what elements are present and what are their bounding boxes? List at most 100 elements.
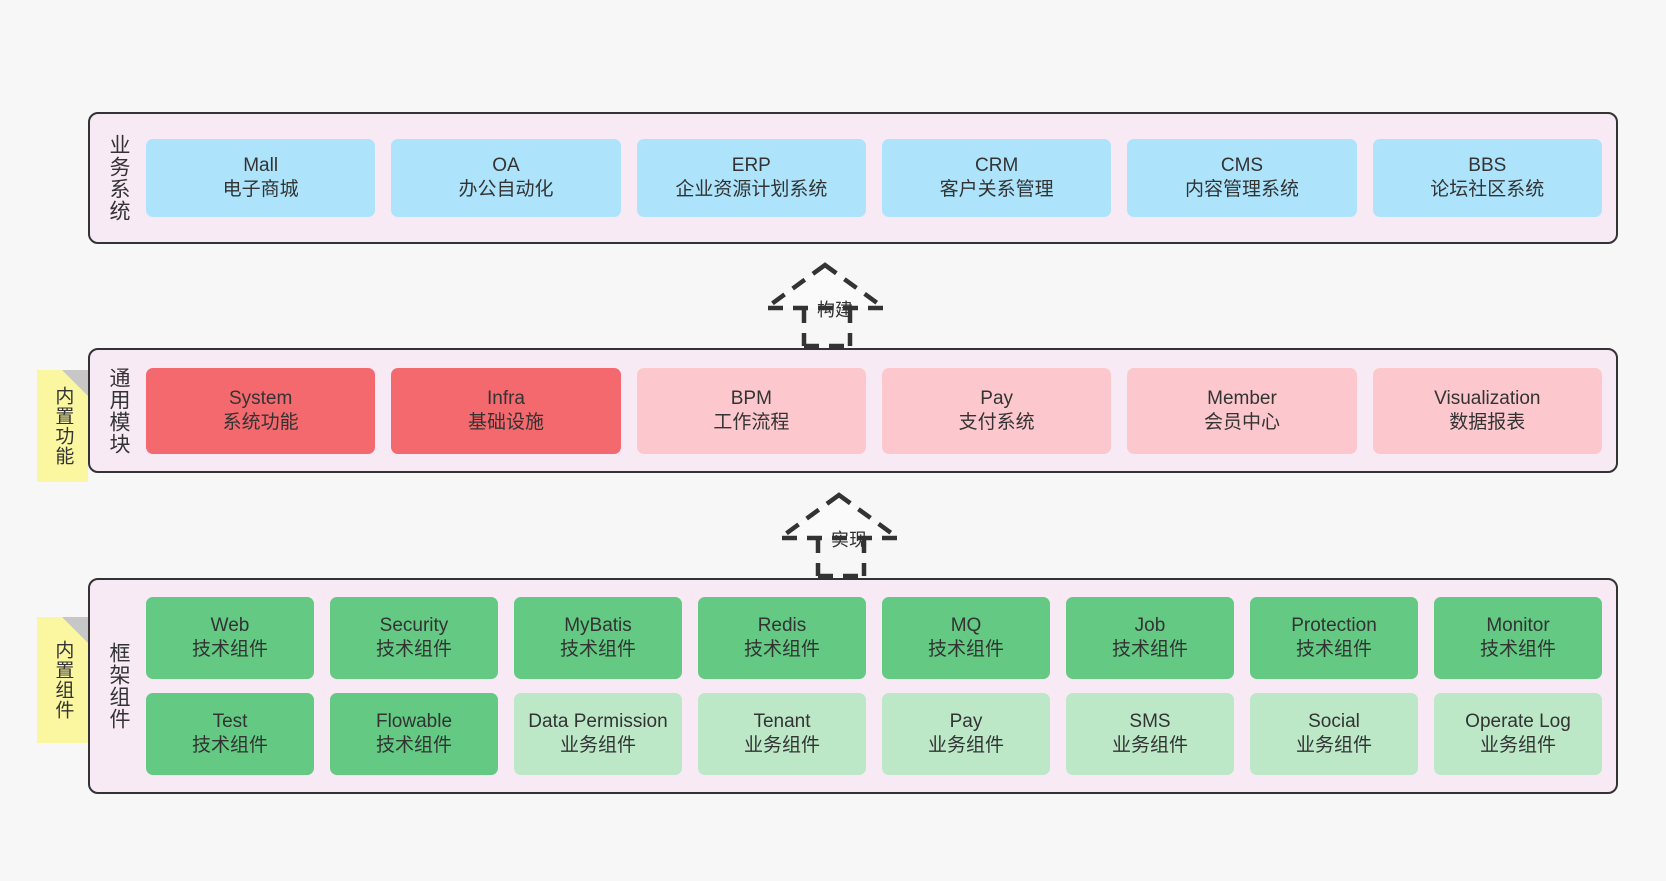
- card-subtitle: 技术组件: [191, 639, 268, 660]
- card-title: Data Permission: [528, 711, 668, 733]
- card-title: Redis: [757, 615, 807, 637]
- connector-build: 构建: [758, 258, 908, 349]
- card-title: Test: [212, 711, 248, 733]
- card-title: ERP: [731, 155, 771, 177]
- layer-general-modules: 通用模块 System 系统功能 Infra 基础设施 BPM 工作流程 Pay…: [88, 348, 1618, 473]
- card-subtitle: 基础设施: [467, 411, 544, 433]
- card-test[interactable]: Test 技术组件: [146, 693, 314, 775]
- card-subtitle: 论坛社区系统: [1430, 179, 1545, 200]
- card-erp[interactable]: ERP 企业资源计划系统: [636, 139, 866, 217]
- card-flowable[interactable]: Flowable 技术组件: [330, 693, 498, 775]
- card-social[interactable]: Social 业务组件: [1250, 693, 1418, 775]
- card-mq[interactable]: MQ 技术组件: [882, 597, 1050, 679]
- arrow-head-triangle: [773, 492, 905, 541]
- card-subtitle: 业务组件: [1479, 735, 1556, 756]
- card-redis[interactable]: Redis 技术组件: [698, 597, 866, 679]
- card-title: Job: [1134, 615, 1166, 637]
- card-monitor[interactable]: Monitor 技术组件: [1434, 597, 1602, 679]
- connector-label: 实现: [831, 530, 867, 550]
- card-title: Mall: [243, 155, 279, 177]
- card-title: Social: [1308, 711, 1360, 733]
- card-visualization[interactable]: Visualization 数据报表: [1372, 367, 1602, 454]
- card-subtitle: 技术组件: [191, 735, 268, 756]
- generalization-arrow-icon: [759, 262, 891, 349]
- card-subtitle: 业务组件: [1295, 735, 1372, 756]
- card-operate-log[interactable]: Operate Log 业务组件: [1434, 693, 1602, 775]
- card-title: OA: [492, 155, 520, 177]
- card-subtitle: 电子商城: [222, 179, 299, 200]
- card-title: Pay: [980, 387, 1014, 409]
- card-title: Tenant: [753, 711, 811, 733]
- card-title: Security: [379, 615, 449, 637]
- note-label: 内置功能: [52, 386, 74, 466]
- card-subtitle: 技术组件: [375, 639, 452, 660]
- layer-title-general-modules: 通用模块: [106, 366, 130, 455]
- card-title: Pay: [949, 711, 983, 733]
- card-oa[interactable]: OA 办公自动化: [391, 139, 621, 217]
- layer-body-general-modules: System 系统功能 Infra 基础设施 BPM 工作流程 Pay 支付系统…: [146, 350, 1616, 471]
- card-infra[interactable]: Infra 基础设施: [391, 367, 621, 454]
- card-title: Flowable: [375, 711, 453, 733]
- card-cms[interactable]: CMS 内容管理系统: [1127, 139, 1357, 217]
- card-security[interactable]: Security 技术组件: [330, 597, 498, 679]
- layer-framework-components: 框架组件 Web 技术组件 Security 技术组件 MyBatis 技术组件…: [88, 578, 1618, 794]
- card-pay-component[interactable]: Pay 业务组件: [882, 693, 1050, 775]
- card-subtitle: 内容管理系统: [1184, 179, 1299, 200]
- card-mall[interactable]: Mall 电子商城: [146, 139, 376, 217]
- card-subtitle: 客户关系管理: [939, 179, 1054, 200]
- note-builtin-components: 内置组件: [37, 617, 88, 743]
- card-subtitle: 系统功能: [222, 411, 299, 433]
- layer-title-business-systems: 业务系统: [106, 134, 130, 222]
- card-pay-module[interactable]: Pay 支付系统: [881, 367, 1112, 454]
- card-subtitle: 业务组件: [927, 735, 1004, 756]
- card-title: Infra: [486, 387, 525, 409]
- layer-business-systems: 业务系统 Mall 电子商城 OA 办公自动化 ERP 企业资源计划系统 CRM…: [88, 112, 1618, 244]
- card-data-permission[interactable]: Data Permission 业务组件: [514, 693, 682, 775]
- generalization-arrow-icon: [773, 492, 905, 579]
- card-system[interactable]: System 系统功能: [146, 367, 376, 454]
- card-member[interactable]: Member 会员中心: [1127, 367, 1357, 454]
- layer-body-framework-components: Web 技术组件 Security 技术组件 MyBatis 技术组件 Redi…: [146, 580, 1616, 792]
- card-bpm[interactable]: BPM 工作流程: [636, 367, 866, 454]
- card-subtitle: 工作流程: [713, 411, 790, 433]
- card-subtitle: 技术组件: [927, 639, 1004, 660]
- card-title: Monitor: [1486, 615, 1550, 637]
- card-subtitle: 技术组件: [1111, 639, 1188, 660]
- card-subtitle: 技术组件: [559, 639, 636, 660]
- card-bbs[interactable]: BBS 论坛社区系统: [1372, 139, 1602, 217]
- card-row: System 系统功能 Infra 基础设施 BPM 工作流程 Pay 支付系统…: [146, 367, 1602, 454]
- card-mybatis[interactable]: MyBatis 技术组件: [514, 597, 682, 679]
- arrow-stem: [815, 538, 867, 579]
- card-title: CMS: [1220, 155, 1264, 177]
- card-tenant[interactable]: Tenant 业务组件: [698, 693, 866, 775]
- card-title: MQ: [950, 615, 982, 637]
- card-row: Test 技术组件 Flowable 技术组件 Data Permission …: [146, 693, 1602, 775]
- card-job[interactable]: Job 技术组件: [1066, 597, 1234, 679]
- card-subtitle: 企业资源计划系统: [675, 179, 828, 200]
- arrow-stem: [801, 308, 853, 349]
- card-subtitle: 业务组件: [559, 735, 636, 756]
- note-label: 内置组件: [52, 640, 74, 720]
- note-builtin-functions: 内置功能: [37, 370, 88, 482]
- card-subtitle: 技术组件: [1479, 639, 1556, 660]
- card-title: Visualization: [1434, 387, 1541, 409]
- card-title: CRM: [975, 155, 1019, 177]
- connector-implement: 实现: [772, 488, 922, 579]
- card-title: System: [228, 387, 293, 409]
- card-web[interactable]: Web 技术组件: [146, 597, 314, 679]
- layer-title-framework-components: 框架组件: [106, 642, 130, 730]
- card-title: SMS: [1129, 711, 1171, 733]
- card-title: MyBatis: [564, 615, 632, 637]
- card-protection[interactable]: Protection 技术组件: [1250, 597, 1418, 679]
- card-subtitle: 数据报表: [1449, 411, 1526, 433]
- card-subtitle: 会员中心: [1203, 411, 1280, 433]
- card-subtitle: 支付系统: [958, 411, 1035, 433]
- card-crm[interactable]: CRM 客户关系管理: [881, 139, 1112, 217]
- card-title: Web: [210, 615, 250, 637]
- card-subtitle: 技术组件: [375, 735, 452, 756]
- card-subtitle: 技术组件: [1295, 639, 1372, 660]
- card-sms[interactable]: SMS 业务组件: [1066, 693, 1234, 775]
- card-row: Web 技术组件 Security 技术组件 MyBatis 技术组件 Redi…: [146, 597, 1602, 679]
- card-row: Mall 电子商城 OA 办公自动化 ERP 企业资源计划系统 CRM 客户关系…: [146, 139, 1602, 217]
